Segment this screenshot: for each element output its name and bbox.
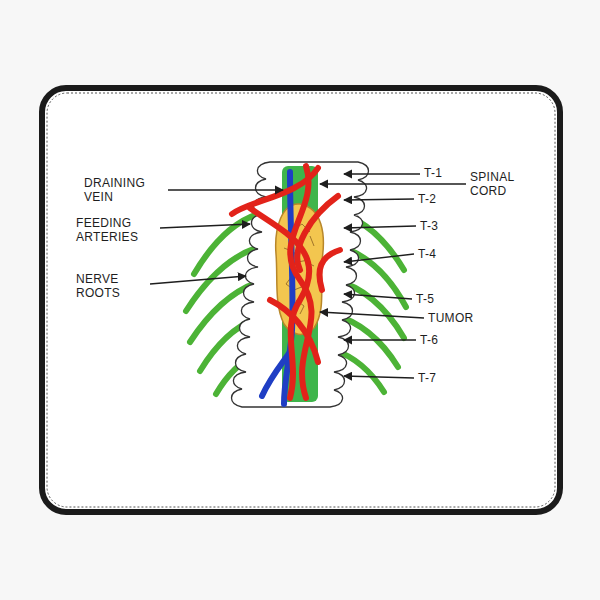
vertebra-label: T-2	[418, 192, 436, 206]
vertebra-label: T-5	[416, 292, 434, 306]
draining-vein	[262, 172, 293, 404]
part-label: FEEDING ARTERIES	[76, 216, 156, 244]
vertebra-label: T-7	[418, 371, 436, 385]
part-label: NERVE ROOTS	[76, 272, 146, 300]
part-label: DRAINING VEIN	[84, 176, 164, 204]
vertebra-label: T-4	[418, 247, 436, 261]
stitching	[47, 93, 555, 507]
vertebra-label: TUMOR	[428, 311, 474, 325]
vertebrae	[232, 162, 369, 407]
feeding-arteries	[232, 166, 340, 398]
vertebra-label: T-6	[420, 333, 438, 347]
vertebra-label: SPINAL CORD	[470, 170, 540, 198]
leader-lines	[150, 174, 466, 378]
vertebra-label: T-1	[424, 166, 442, 180]
mouse-pad	[42, 88, 560, 512]
vertebra-label: T-3	[420, 219, 438, 233]
